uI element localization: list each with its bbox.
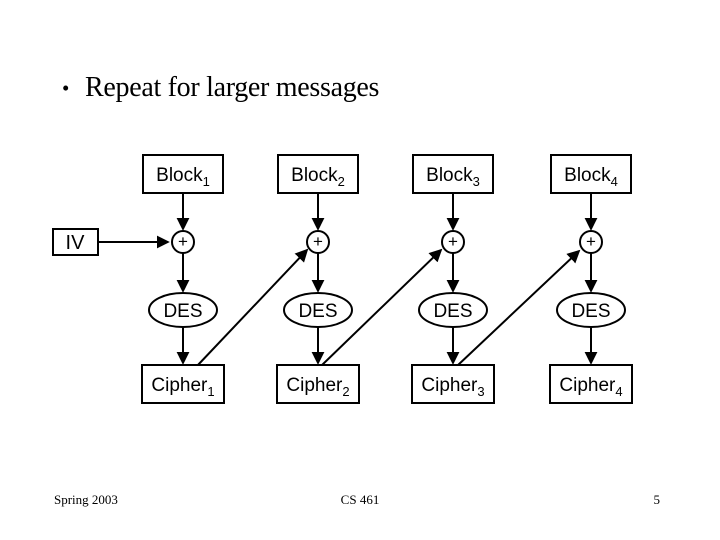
- iv-group: IV: [52, 228, 170, 256]
- xor-symbol: +: [178, 232, 188, 251]
- cipher-box: [276, 364, 360, 404]
- cipher-box: [549, 364, 633, 404]
- cipher-label: Cipher2: [286, 375, 349, 399]
- cipher-box: [141, 364, 225, 404]
- block-box: [550, 154, 632, 194]
- block-label: Block2: [291, 165, 345, 189]
- des-label: DES: [298, 301, 337, 322]
- cipher-label: Cipher3: [421, 375, 484, 399]
- cipher2-to-xor3-feedback-arrow: [320, 248, 443, 367]
- cbc-column-2: Block2 + DES Cipher2: [276, 154, 360, 404]
- cipher1-to-xor2-feedback-arrow: [196, 248, 309, 367]
- title-bullet: •: [62, 76, 70, 100]
- cbc-column-3: Block3 + DES Cipher3: [411, 154, 495, 404]
- footer-course: CS 461: [340, 492, 380, 507]
- block-label: Block3: [426, 165, 480, 189]
- footer-semester: Spring 2003: [54, 492, 118, 507]
- xor-symbol: +: [448, 232, 458, 251]
- cbc-column-1: Block1 + DES Cipher1: [141, 154, 225, 404]
- des-label: DES: [571, 301, 610, 322]
- cbc-column-4: Block4 + DES Cipher4: [549, 154, 633, 404]
- iv-label: IV: [66, 232, 86, 254]
- cbc-diagram: IV Block1 + DES Cipher1 Block2: [52, 154, 633, 404]
- block-box: [412, 154, 494, 194]
- xor-symbol: +: [313, 232, 323, 251]
- cipher3-to-xor4-feedback-arrow: [456, 249, 581, 367]
- block-box: [142, 154, 224, 194]
- cipher-label: Cipher4: [559, 375, 622, 399]
- block-label: Block1: [156, 165, 210, 189]
- cipher-label: Cipher1: [151, 375, 214, 399]
- des-label: DES: [163, 301, 202, 322]
- title-text: Repeat for larger messages: [85, 72, 380, 103]
- cipher-box: [411, 364, 495, 404]
- xor-symbol: +: [586, 232, 596, 251]
- slide-title: • Repeat for larger messages: [62, 72, 379, 104]
- block-label: Block4: [564, 165, 618, 189]
- des-label: DES: [433, 301, 472, 322]
- footer-page-number: 5: [653, 492, 661, 507]
